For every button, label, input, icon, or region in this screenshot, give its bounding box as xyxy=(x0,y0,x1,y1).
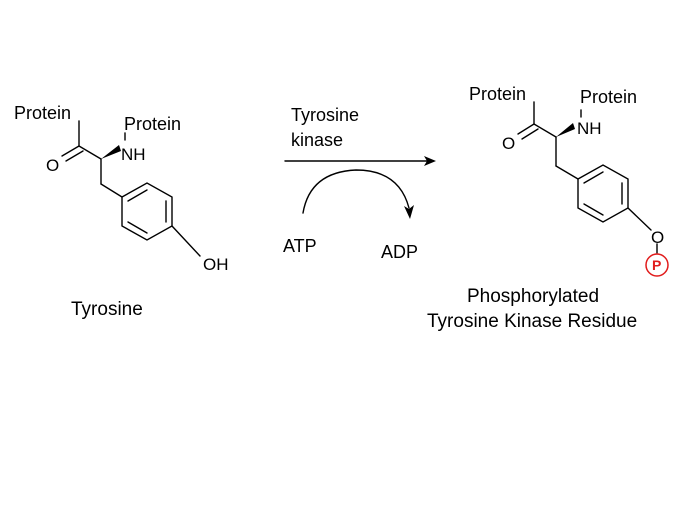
bond-carbonyl-alpha xyxy=(78,145,102,160)
wedge-bond-alpha-n xyxy=(101,145,121,159)
bond-carbonyl-1 xyxy=(61,145,80,157)
tyrosine-oh-label: OH xyxy=(203,255,229,274)
p-ring-double-3 xyxy=(583,203,604,216)
product-name-line1: Phosphorylated xyxy=(467,286,599,307)
ring-double-3 xyxy=(127,221,148,234)
ring-double-1 xyxy=(127,189,148,202)
phosphotyrosine-structure: Protein Protein NH O O P Phosphorylated … xyxy=(427,84,669,332)
p-benzene-ring xyxy=(577,164,629,223)
benzene-ring xyxy=(121,182,173,241)
p-wedge-bond-alpha-n xyxy=(556,123,575,137)
tyrosine-structure: Protein Protein NH O OH Tyrosine xyxy=(14,103,229,320)
p-bond-carbonyl-alpha xyxy=(533,123,557,138)
product-name-line2: Tyrosine Kinase Residue xyxy=(427,311,637,332)
product-phenol-o-label: O xyxy=(651,228,664,247)
enzyme-label-line1: Tyrosine xyxy=(291,105,359,125)
adp-label: ADP xyxy=(381,242,418,262)
product-acyl-protein-label: Protein xyxy=(469,84,526,104)
bond-ch2-ring xyxy=(100,183,123,198)
p-bond-ring-o xyxy=(627,207,652,231)
product-nh-label: NH xyxy=(577,119,602,138)
main-arrow-head xyxy=(424,156,436,166)
p-bond-ch2-ring xyxy=(555,165,579,180)
tyrosine-name: Tyrosine xyxy=(71,299,143,320)
enzyme-label-line2: kinase xyxy=(291,130,343,150)
reaction-arrows: Tyrosine kinase ATP ADP xyxy=(283,105,436,262)
bond-carbonyl-2 xyxy=(65,150,84,162)
cofactor-curved-arrow xyxy=(302,169,410,214)
tyrosine-nh-label: NH xyxy=(121,145,146,164)
phosphate-circle xyxy=(645,253,669,277)
cofactor-arrow-head xyxy=(404,205,414,219)
tyrosine-acyl-protein-label: Protein xyxy=(14,103,71,123)
product-carbonyl-o-label: O xyxy=(502,134,515,153)
p-bond-carbonyl-2 xyxy=(521,128,539,140)
tyrosine-carbonyl-o-label: O xyxy=(46,156,59,175)
atp-label: ATP xyxy=(283,236,317,256)
bond-ring-oh xyxy=(171,225,201,257)
product-amine-protein-label: Protein xyxy=(580,87,637,107)
phosphate-label: P xyxy=(652,257,661,273)
p-bond-carbonyl-1 xyxy=(517,123,535,135)
p-ring-double-1 xyxy=(583,171,604,184)
tyrosine-amine-protein-label: Protein xyxy=(124,114,181,134)
